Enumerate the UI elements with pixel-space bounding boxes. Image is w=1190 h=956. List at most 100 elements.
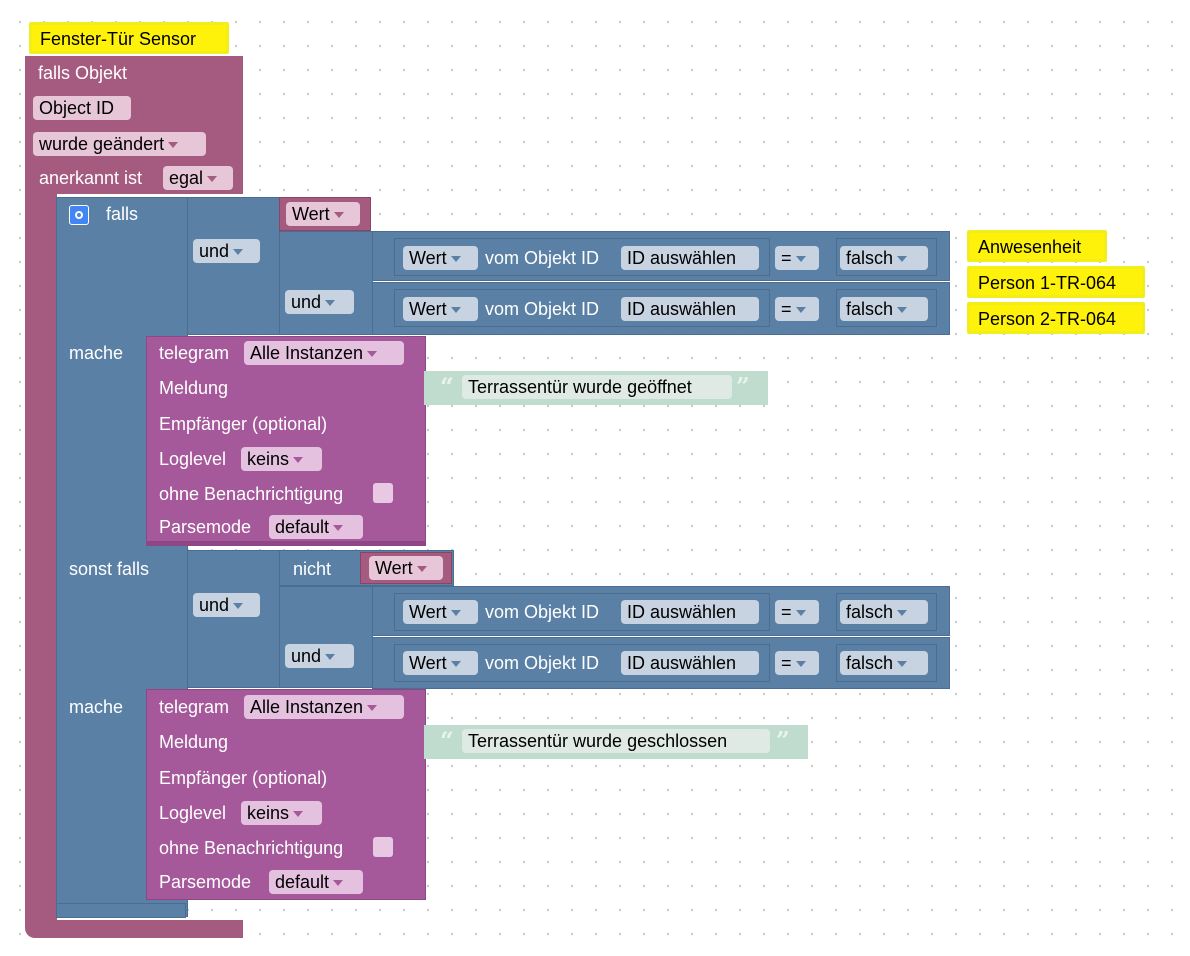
comment-note-3[interactable]: Person 2-TR-064 (967, 302, 1145, 334)
trigger-label: falls Objekt (38, 63, 128, 83)
and-label: und (291, 646, 322, 666)
open-quote-icon: “ (440, 372, 454, 401)
if-label: falls (106, 204, 139, 224)
event-block-left-bar[interactable] (25, 194, 57, 922)
chevron-down-icon (325, 300, 336, 307)
chevron-down-icon (333, 525, 344, 532)
chevron-down-icon (333, 880, 344, 887)
ack-value: egal (169, 168, 204, 188)
loglevel-label: Loglevel (159, 803, 227, 823)
chevron-down-icon (207, 176, 218, 183)
cmp-value-label: Wert (409, 653, 447, 673)
op-label: = (781, 653, 792, 673)
telegram-label: telegram (159, 343, 230, 363)
false-label: falsch (846, 653, 894, 673)
value-dropdown-1[interactable]: Wert (286, 202, 360, 226)
select-id-field-2[interactable]: ID auswählen (621, 297, 759, 321)
instances-dropdown-2[interactable]: Alle Instanzen (244, 695, 404, 719)
loglevel-dropdown-1[interactable]: keins (241, 447, 322, 471)
op-dropdown-1[interactable]: = (775, 246, 819, 270)
string-field-2[interactable]: Terrassentür wurde geschlossen (462, 729, 770, 753)
comment-note-2[interactable]: Person 1-TR-064 (967, 266, 1145, 298)
value-dropdown-2[interactable]: Wert (369, 556, 443, 580)
instances-value: Alle Instanzen (250, 343, 364, 363)
and-dropdown-1b[interactable]: und (285, 290, 354, 314)
bool-dropdown-1[interactable]: falsch (840, 246, 928, 270)
op-label: = (781, 602, 792, 622)
elseif-label: sonst falls (69, 559, 150, 579)
op-dropdown-2[interactable]: = (775, 297, 819, 321)
chevron-down-icon (795, 307, 806, 314)
chevron-down-icon (367, 351, 378, 358)
select-id-field-4[interactable]: ID auswählen (621, 651, 759, 675)
from-object-label: vom Objekt ID (485, 299, 600, 319)
and-block-1[interactable] (187, 197, 281, 335)
chevron-down-icon (450, 256, 461, 263)
message-label: Meldung (159, 378, 229, 398)
cmp-value-dropdown-2[interactable]: Wert (403, 297, 478, 321)
parsemode-value: default (275, 872, 330, 892)
select-id-field-1[interactable]: ID auswählen (621, 246, 759, 270)
and-dropdown-2[interactable]: und (193, 593, 260, 617)
and-label: und (199, 595, 230, 615)
from-object-label: vom Objekt ID (485, 248, 600, 268)
loglevel-value: keins (247, 803, 290, 823)
telegram-block-1[interactable] (146, 336, 426, 542)
loglevel-value: keins (247, 449, 290, 469)
message-label: Meldung (159, 732, 229, 752)
event-block-bottom[interactable] (25, 920, 243, 938)
and-label: und (291, 292, 322, 312)
comment-note-1[interactable]: Anwesenheit (967, 230, 1107, 262)
from-object-label: vom Objekt ID (485, 602, 600, 622)
cmp-value-label: Wert (409, 248, 447, 268)
cmp-value-dropdown-3[interactable]: Wert (403, 600, 478, 624)
changed-dropdown[interactable]: wurde geändert (33, 132, 206, 156)
telegram-block-1-bottom (146, 541, 426, 546)
select-id-field-3[interactable]: ID auswählen (621, 600, 759, 624)
close-quote-icon: ” (736, 372, 750, 401)
bool-dropdown-3[interactable]: falsch (840, 600, 928, 624)
gear-icon[interactable] (69, 205, 89, 225)
chevron-down-icon (293, 457, 304, 464)
value-label: Wert (375, 558, 413, 578)
string-field-1[interactable]: Terrassentür wurde geöffnet (462, 375, 732, 399)
instances-dropdown-1[interactable]: Alle Instanzen (244, 341, 404, 365)
loglevel-dropdown-2[interactable]: keins (241, 801, 322, 825)
parsemode-value: default (275, 517, 330, 537)
message-opened: Terrassentür wurde geöffnet (468, 377, 692, 397)
and-block-1b[interactable] (279, 231, 373, 335)
open-quote-icon: “ (440, 726, 454, 755)
parsemode-label: Parsemode (159, 872, 252, 892)
bool-dropdown-2[interactable]: falsch (840, 297, 928, 321)
telegram-block-2[interactable] (146, 689, 426, 900)
parsemode-label: Parsemode (159, 517, 252, 537)
false-label: falsch (846, 248, 894, 268)
and-block-2[interactable] (187, 550, 281, 688)
recipient-label: Empfänger (optional) (159, 768, 328, 788)
parsemode-dropdown-1[interactable]: default (269, 515, 363, 539)
parsemode-dropdown-2[interactable]: default (269, 870, 363, 894)
cmp-value-dropdown-4[interactable]: Wert (403, 651, 478, 675)
object-id-field[interactable]: Object ID (33, 96, 131, 120)
ack-label: anerkannt ist (39, 168, 143, 188)
cmp-value-dropdown-1[interactable]: Wert (403, 246, 478, 270)
silent-checkbox-1[interactable] (373, 483, 393, 503)
cmp-value-label: Wert (409, 299, 447, 319)
if-block-bottom[interactable] (56, 903, 186, 918)
changed-value: wurde geändert (39, 134, 165, 154)
not-label: nicht (293, 559, 332, 579)
and-block-2b[interactable] (279, 586, 373, 688)
close-quote-icon: ” (776, 726, 790, 755)
op-dropdown-3[interactable]: = (775, 600, 819, 624)
and-dropdown-1[interactable]: und (193, 239, 260, 263)
recipient-label: Empfänger (optional) (159, 414, 328, 434)
value-label: Wert (292, 204, 330, 224)
select-id-label: ID auswählen (627, 299, 737, 319)
ack-dropdown[interactable]: egal (163, 166, 233, 190)
bool-dropdown-4[interactable]: falsch (840, 651, 928, 675)
select-id-label: ID auswählen (627, 248, 737, 268)
comment-title[interactable]: Fenster-Tür Sensor (29, 22, 229, 54)
op-dropdown-4[interactable]: = (775, 651, 819, 675)
silent-checkbox-2[interactable] (373, 837, 393, 857)
and-dropdown-2b[interactable]: und (285, 644, 354, 668)
